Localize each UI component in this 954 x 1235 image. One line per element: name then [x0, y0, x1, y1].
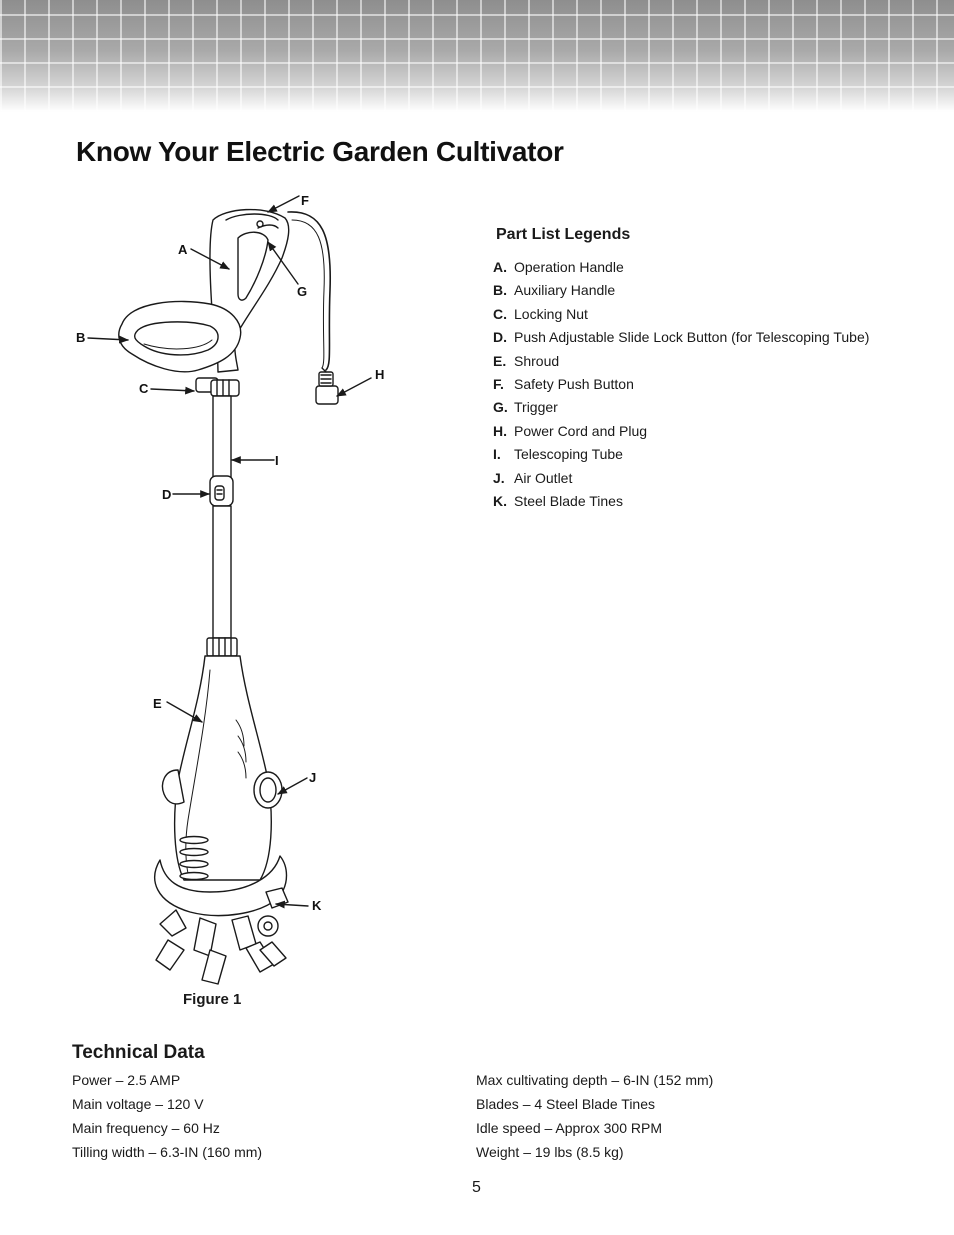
- legend-text: Power Cord and Plug: [514, 422, 648, 439]
- legend-letter: J.: [493, 469, 505, 486]
- legend-item: H. Power Cord and Plug: [493, 422, 869, 445]
- technical-data-left-column: Power – 2.5 AMP Main voltage – 120 V Mai…: [72, 1071, 262, 1167]
- technical-data-right-column: Max cultivating depth – 6-IN (152 mm) Bl…: [476, 1071, 713, 1167]
- legend-letter: A.: [493, 259, 507, 275]
- callout-a: A: [178, 242, 188, 257]
- legend-letter: C.: [493, 305, 507, 322]
- legend-letter: E.: [493, 352, 507, 369]
- legend-item: I. Telescoping Tube: [493, 445, 869, 468]
- legend-letter: K.: [493, 492, 507, 509]
- legend-item: D. Push Adjustable Slide Lock Button (for…: [493, 328, 869, 351]
- legend-heading: Part List Legends: [496, 226, 631, 243]
- callout-f: F: [301, 193, 309, 208]
- spec-item: Max cultivating depth – 6-IN (152 mm): [476, 1072, 714, 1088]
- legend-item: C. Locking Nut: [493, 305, 869, 328]
- page-number: 5: [472, 1179, 481, 1196]
- figure-caption: Figure 1: [183, 991, 242, 1008]
- spec-item: Main voltage – 120 V: [72, 1096, 204, 1112]
- legend-item: F. Safety Push Button: [493, 375, 869, 398]
- legend-letter: D.: [493, 329, 507, 346]
- callout-j: J: [309, 770, 317, 785]
- legend-text: Safety Push Button: [514, 375, 634, 392]
- callout-e: E: [153, 696, 162, 711]
- cultivator-illustration: [87, 195, 372, 985]
- header-banner: [0, 0, 954, 112]
- callout-g: G: [297, 284, 308, 299]
- spec-item: Idle speed – Approx 300 RPM: [476, 1120, 663, 1136]
- legend-item: K. Steel Blade Tines: [493, 492, 869, 515]
- legend-text: Push Adjustable Slide Lock Button (for T…: [514, 329, 870, 346]
- cultivator-figure: A F G B C H I D E J K: [60, 180, 420, 990]
- page-title: Know Your Electric Garden Cultivator: [76, 136, 564, 167]
- legend-text: Auxiliary Handle: [514, 282, 616, 299]
- legend-text: Trigger: [514, 399, 558, 416]
- spec-item: Weight – 19 lbs (8.5 kg): [476, 1144, 624, 1160]
- legend-item: E. Shroud: [493, 352, 869, 375]
- legend-list: A. Operation Handle B. Auxiliary Handle C.…: [493, 258, 869, 515]
- callout-d: D: [162, 487, 172, 502]
- legend-text: Locking Nut: [514, 305, 588, 322]
- spec-item: Tilling width – 6.3-IN (160 mm): [72, 1144, 263, 1160]
- callout-c: C: [139, 381, 149, 396]
- callout-b: B: [76, 330, 86, 345]
- callout-i: I: [275, 453, 279, 468]
- legend-letter: H.: [493, 422, 507, 439]
- legend-item: B. Auxiliary Handle: [493, 281, 869, 304]
- legend-item: J. Air Outlet: [493, 469, 869, 492]
- legend-text: Steel Blade Tines: [514, 492, 623, 509]
- legend-item: A. Operation Handle: [493, 258, 869, 281]
- spec-item: Power – 2.5 AMP: [72, 1072, 181, 1088]
- callout-h: H: [375, 367, 385, 382]
- legend-letter: B.: [493, 282, 507, 299]
- legend-text: Shroud: [514, 352, 560, 369]
- legend-letter: G.: [493, 399, 508, 416]
- spec-item: Blades – 4 Steel Blade Tines: [476, 1096, 656, 1112]
- technical-data-heading: Technical Data: [72, 1042, 205, 1063]
- legend-letter: I.: [493, 446, 501, 463]
- legend-text: Air Outlet: [514, 469, 573, 486]
- legend-text: Telescoping Tube: [514, 446, 623, 463]
- callout-k: K: [312, 898, 322, 913]
- legend-text: Operation Handle: [514, 259, 624, 275]
- legend-item: G. Trigger: [493, 398, 869, 421]
- spec-item: Main frequency – 60 Hz: [72, 1120, 220, 1136]
- legend-letter: F.: [493, 375, 504, 392]
